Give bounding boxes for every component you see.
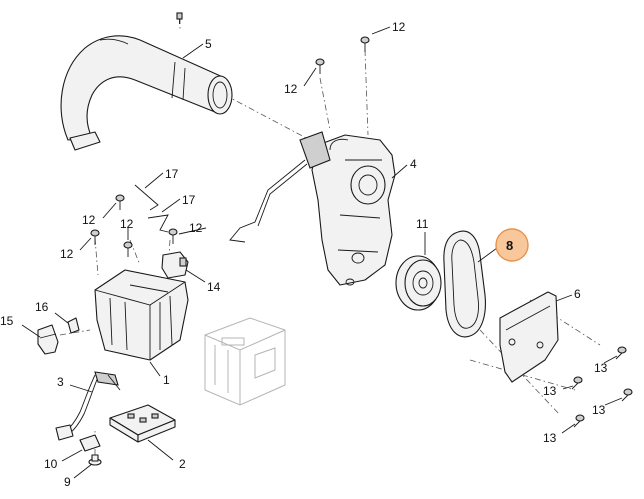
callout-5: 5 (205, 37, 212, 51)
callout-6: 6 (574, 287, 581, 301)
callout-13-d: 13 (543, 431, 557, 445)
highlight-marker (495, 228, 529, 262)
callout-2: 2 (179, 457, 186, 471)
screws (90, 12, 633, 428)
callout-14: 14 (207, 280, 221, 294)
part-11-pulley (395, 255, 442, 311)
callout-13-a: 13 (594, 361, 608, 375)
screw-12-a (360, 36, 370, 52)
screw-12-f (168, 228, 178, 244)
callout-12-center: 12 (120, 217, 134, 231)
callout-12-top-right: 12 (392, 20, 406, 34)
callout-leaders (21, 26, 623, 479)
battery-pack-outline (204, 317, 286, 406)
callout-1: 1 (163, 373, 170, 387)
part-3-wire-harness (55, 371, 121, 441)
part-4-gear-housing (299, 131, 396, 286)
screw-12-d (123, 241, 133, 257)
part-5-intake-tube (60, 35, 233, 151)
callout-9: 9 (64, 475, 71, 489)
part-6-belt-cover (499, 291, 559, 383)
screw-12-top (176, 12, 183, 24)
callout-12-tube: 12 (284, 82, 298, 96)
part-15-terminal (37, 324, 59, 355)
screw-13-c (621, 388, 633, 402)
callout-17-lower: 17 (182, 193, 196, 207)
callout-8-highlighted: 8 (506, 238, 513, 253)
part-14-clip (161, 251, 189, 279)
part-1-battery-holder (94, 269, 189, 361)
connecting-rod (229, 159, 308, 243)
callout-15: 15 (0, 314, 14, 328)
callout-13-b: 13 (543, 384, 557, 398)
callout-12-right: 12 (189, 221, 203, 235)
callout-4: 4 (410, 157, 417, 171)
callout-11: 11 (416, 217, 429, 231)
screw-12-e (90, 229, 100, 245)
callout-12-left: 12 (82, 213, 96, 227)
screw-13-d (573, 414, 585, 428)
callout-12-far-left: 12 (60, 247, 74, 261)
part-2-circuit-board (109, 404, 176, 443)
callout-17-upper: 17 (165, 167, 179, 181)
part-17-springs (134, 184, 169, 233)
callout-10: 10 (44, 457, 58, 471)
callout-13-c: 13 (592, 403, 606, 417)
part-9-nut (88, 454, 102, 466)
screw-12-c (115, 194, 125, 210)
screw-12-b (315, 58, 325, 74)
part-16-bracket (67, 317, 80, 334)
screw-13-a (615, 346, 627, 360)
part-8-belt (443, 230, 486, 338)
callout-labels: 5 12 12 4 17 17 12 12 12 12 11 8 14 16 1… (0, 20, 608, 489)
callout-16: 16 (35, 300, 49, 314)
callout-3: 3 (57, 375, 64, 389)
screw-13-b (571, 376, 583, 390)
part-10-cap (79, 434, 101, 452)
